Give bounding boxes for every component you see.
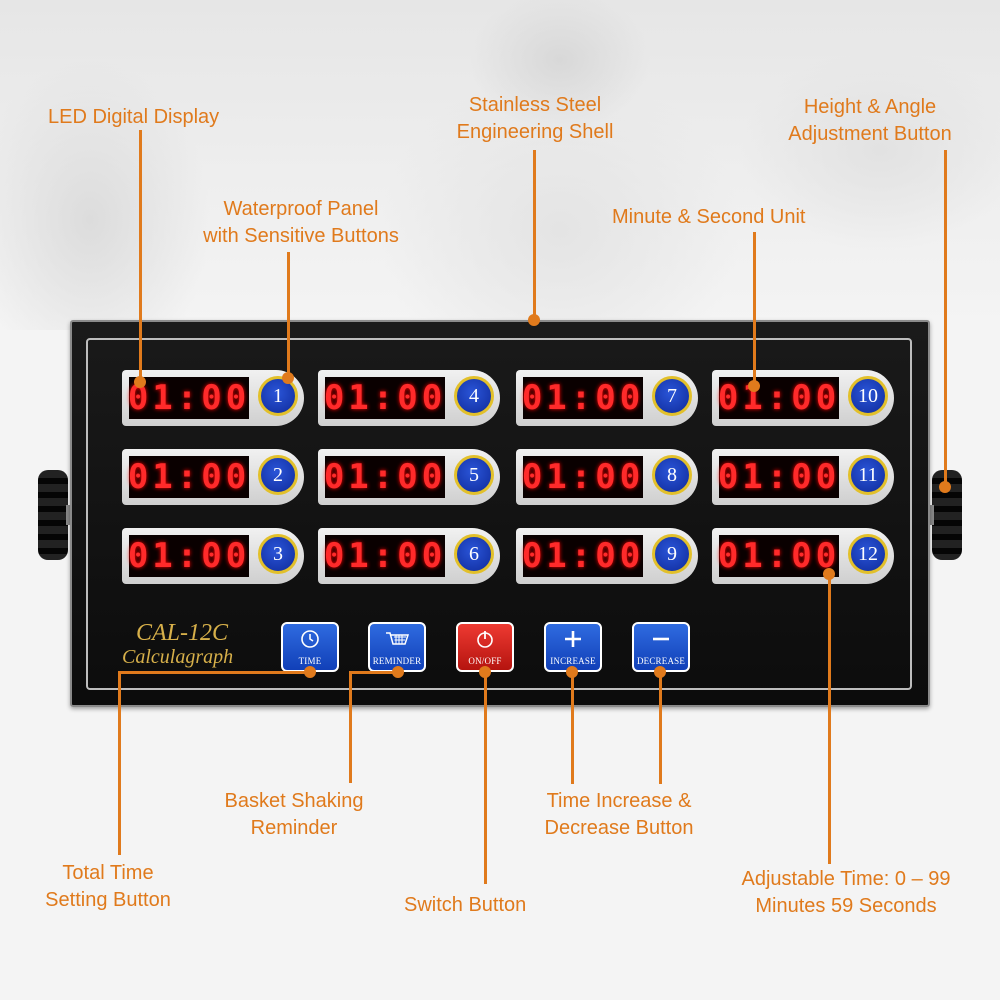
label-minute-second-unit: Minute & Second Unit [612, 206, 806, 228]
callout-line-knob [944, 150, 947, 487]
callout-dot-adjustable [823, 568, 835, 580]
callout-line-basket-h [349, 671, 397, 674]
timer-unit[interactable]: 01:00 5 [318, 449, 500, 505]
led-display: 01:00 [127, 535, 251, 577]
callout-line-total-v [118, 671, 121, 855]
timer-unit[interactable]: 01:00 4 [318, 370, 500, 426]
led-display: 01:00 [323, 535, 447, 577]
callout-dot-switch [479, 666, 491, 678]
model-name: CAL-12C [136, 620, 229, 646]
time-button[interactable]: TIME [281, 622, 339, 672]
callout-dot-basket [392, 666, 404, 678]
timer-unit[interactable]: 01:00 11 [712, 449, 894, 505]
timer-unit[interactable]: 01:00 7 [516, 370, 698, 426]
callout-line-shell [533, 150, 536, 320]
timer-unit[interactable]: 01:00 6 [318, 528, 500, 584]
timer-unit[interactable]: 01:00 12 [712, 528, 894, 584]
timer-number-button[interactable]: 2 [258, 455, 298, 495]
timer-unit[interactable]: 01:00 3 [122, 528, 304, 584]
timer-number-button[interactable]: 9 [652, 534, 692, 574]
led-display: 01:00 [127, 377, 251, 419]
label-switch-button: Switch Button [404, 894, 527, 916]
decrease-button[interactable]: DECREASE [632, 622, 690, 672]
callout-dot-decrease [654, 666, 666, 678]
brand-logo: CAL-12C Calculagraph [122, 620, 233, 668]
reminder-button[interactable]: REMINDER [368, 622, 426, 672]
callout-line-led [139, 130, 142, 382]
on-off-switch-button[interactable]: ON/OFF [456, 622, 514, 672]
timer-number-button[interactable]: 4 [454, 376, 494, 416]
timer-unit[interactable]: 01:00 2 [122, 449, 304, 505]
timer-number-button[interactable]: 6 [454, 534, 494, 574]
callout-dot-total [304, 666, 316, 678]
timer-number-button[interactable]: 5 [454, 455, 494, 495]
power-icon [474, 624, 496, 654]
timer-unit[interactable]: 01:00 10 [712, 370, 894, 426]
brand-name: Calculagraph [122, 646, 234, 668]
led-display: 01:00 [717, 535, 841, 577]
timer-unit[interactable]: 01:00 9 [516, 528, 698, 584]
callout-line-increase [571, 672, 574, 784]
led-display: 01:00 [521, 456, 645, 498]
left-adjustment-knob[interactable] [38, 470, 76, 560]
basket-icon [384, 624, 410, 654]
plus-icon [562, 624, 584, 654]
led-display: 01:00 [521, 377, 645, 419]
led-display: 01:00 [717, 456, 841, 498]
callout-line-decrease [659, 672, 662, 784]
callout-dot-led [134, 376, 146, 388]
increase-button[interactable]: INCREASE [544, 622, 602, 672]
label-time-increase-decrease: Time Increase &Decrease Button [544, 790, 694, 839]
callout-line-minute [753, 232, 756, 386]
led-display: 01:00 [127, 456, 251, 498]
timer-number-button[interactable]: 7 [652, 376, 692, 416]
callout-line-total-h [118, 671, 310, 674]
callout-line-basket-v [349, 671, 352, 783]
callout-dot-panel [282, 372, 294, 384]
callout-line-adjustable [828, 574, 831, 864]
label-led-digital-display: LED Digital Display [48, 106, 220, 128]
timer-unit[interactable]: 01:00 1 [122, 370, 304, 426]
callout-dot-minute [748, 380, 760, 392]
minus-icon [650, 624, 672, 654]
callout-line-switch [484, 672, 487, 884]
callout-line-panel [287, 252, 290, 378]
led-display: 01:00 [323, 377, 447, 419]
timer-number-button[interactable]: 8 [652, 455, 692, 495]
callout-dot-increase [566, 666, 578, 678]
panel-frame [86, 338, 912, 690]
led-display: 01:00 [323, 456, 447, 498]
timer-number-button[interactable]: 3 [258, 534, 298, 574]
timer-number-button[interactable]: 10 [848, 376, 888, 416]
timer-number-button[interactable]: 12 [848, 534, 888, 574]
callout-dot-knob [939, 481, 951, 493]
timer-unit[interactable]: 01:00 8 [516, 449, 698, 505]
led-display: 01:00 [717, 377, 841, 419]
kitchen-background [0, 0, 1000, 330]
timer-number-button[interactable]: 11 [848, 455, 888, 495]
led-display: 01:00 [521, 535, 645, 577]
callout-dot-shell [528, 314, 540, 326]
clock-icon [299, 624, 321, 654]
